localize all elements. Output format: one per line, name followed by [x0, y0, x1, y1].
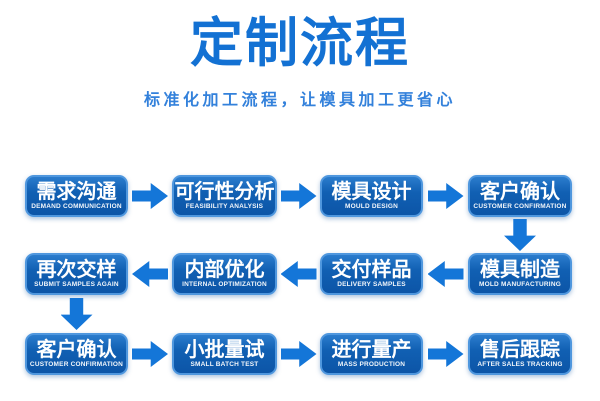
step-label-en: AFTER SALES TRACKING: [477, 360, 563, 368]
page-subtitle: 标准化加工流程，让模具加工更省心: [143, 92, 456, 109]
arrow-right-icon: [280, 341, 317, 367]
step-label-en: MOLD MANUFACTURING: [479, 280, 561, 288]
step-label-zh: 再次交样: [36, 258, 117, 281]
step-label-zh: 交付样品: [331, 258, 412, 281]
arrow-down-icon: [504, 219, 536, 251]
step-mass-production: 进行量产 MASS PRODUCTION: [320, 333, 423, 375]
step-label-zh: 内部优化: [184, 258, 265, 281]
step-after-sales-tracking: 售后跟踪 AFTER SALES TRACKING: [468, 333, 572, 375]
step-submit-samples-again: 再次交样 SUBMIT SAMPLES AGAIN: [25, 253, 128, 295]
step-label-zh: 进行量产: [331, 338, 412, 361]
process-flow-diagram: 需求沟通 DEMAND COMMUNICATION 可行性分析 FEASIBIL…: [25, 175, 572, 375]
arrow-down-icon: [60, 298, 93, 330]
step-label-zh: 需求沟通: [36, 180, 117, 203]
step-label-en: CUSTOMER CONFIRMATION: [473, 202, 567, 210]
step-label-en: MASS PRODUCTION: [337, 360, 406, 368]
step-label-en: MOULD DESIGN: [345, 202, 398, 210]
step-customer-confirmation-2: 客户确认 CUSTOMER CONFIRMATION: [25, 333, 128, 375]
step-label-zh: 模具设计: [331, 180, 412, 203]
step-label-en: SUBMIT SAMPLES AGAIN: [34, 280, 119, 288]
arrow-right-icon: [132, 183, 168, 209]
step-mold-manufacturing: 模具制造 MOLD MANUFACTURING: [468, 253, 572, 295]
step-label-zh: 小批量试: [184, 338, 265, 361]
step-label-zh: 客户确认: [480, 180, 560, 203]
step-label-zh: 可行性分析: [174, 180, 275, 203]
arrow-left-icon: [427, 261, 464, 287]
step-label-en: CUSTOMER CONFIRMATION: [29, 360, 124, 368]
step-label-en: DEMAND COMMUNICATION: [31, 202, 122, 210]
step-label-en: SMALL BATCH TEST: [190, 360, 259, 368]
step-delivery-samples: 交付样品 DELIVERY SAMPLES: [320, 253, 423, 295]
step-label-zh: 模具制造: [480, 258, 560, 281]
page-title: 定制流程: [190, 14, 410, 73]
step-feasibility-analysis: 可行性分析 FEASIBILITY ANALYSIS: [172, 175, 277, 217]
step-label-en: INTERNAL OPTIMIZATION: [182, 280, 267, 288]
step-demand-communication: 需求沟通 DEMAND COMMUNICATION: [25, 175, 128, 217]
step-small-batch-test: 小批量试 SMALL BATCH TEST: [172, 333, 277, 375]
arrow-right-icon: [132, 341, 168, 367]
arrow-right-icon: [427, 341, 464, 367]
step-label-en: DELIVERY SAMPLES: [337, 280, 406, 288]
step-label-zh: 售后跟踪: [480, 338, 560, 361]
step-label-zh: 客户确认: [36, 338, 117, 361]
step-mould-design: 模具设计 MOULD DESIGN: [320, 175, 423, 217]
arrow-left-icon: [132, 261, 168, 287]
arrow-right-icon: [427, 183, 464, 209]
arrow-left-icon: [280, 261, 317, 287]
step-label-en: FEASIBILITY ANALYSIS: [185, 202, 264, 210]
step-customer-confirmation-1: 客户确认 CUSTOMER CONFIRMATION: [468, 175, 572, 217]
arrow-right-icon: [280, 183, 317, 209]
step-internal-optimization: 内部优化 INTERNAL OPTIMIZATION: [172, 253, 277, 295]
